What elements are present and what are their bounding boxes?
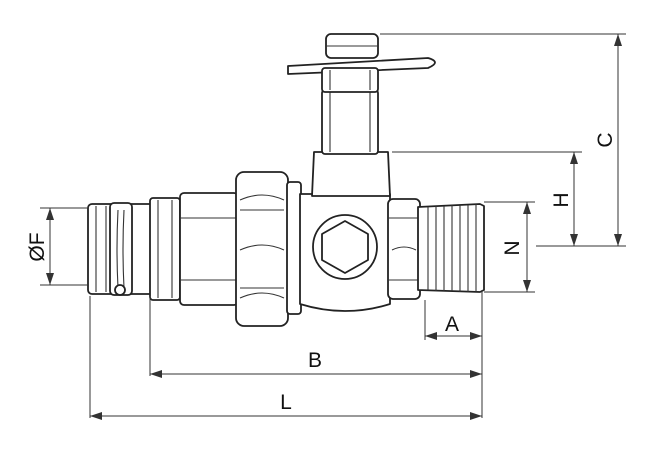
dimension-lines bbox=[40, 33, 626, 420]
hex-nut-right bbox=[387, 198, 421, 300]
label-l: L bbox=[280, 391, 292, 414]
label-b: B bbox=[308, 349, 322, 372]
dimension-labels: L B A ØF N H C bbox=[26, 132, 617, 414]
nut-ring bbox=[286, 181, 302, 315]
press-indicator bbox=[114, 284, 126, 296]
label-n: N bbox=[501, 240, 524, 255]
collar bbox=[149, 197, 181, 301]
label-c: C bbox=[594, 132, 617, 147]
label-phi-f: ØF bbox=[26, 232, 49, 261]
stem-housing bbox=[311, 151, 391, 197]
union-nut-small bbox=[179, 192, 239, 306]
label-h: H bbox=[550, 192, 573, 207]
label-a: A bbox=[445, 313, 459, 336]
valve-body-drawing bbox=[87, 33, 485, 327]
side-port-hex bbox=[321, 220, 369, 274]
press-ring bbox=[109, 202, 133, 296]
handle-nut bbox=[321, 67, 379, 93]
